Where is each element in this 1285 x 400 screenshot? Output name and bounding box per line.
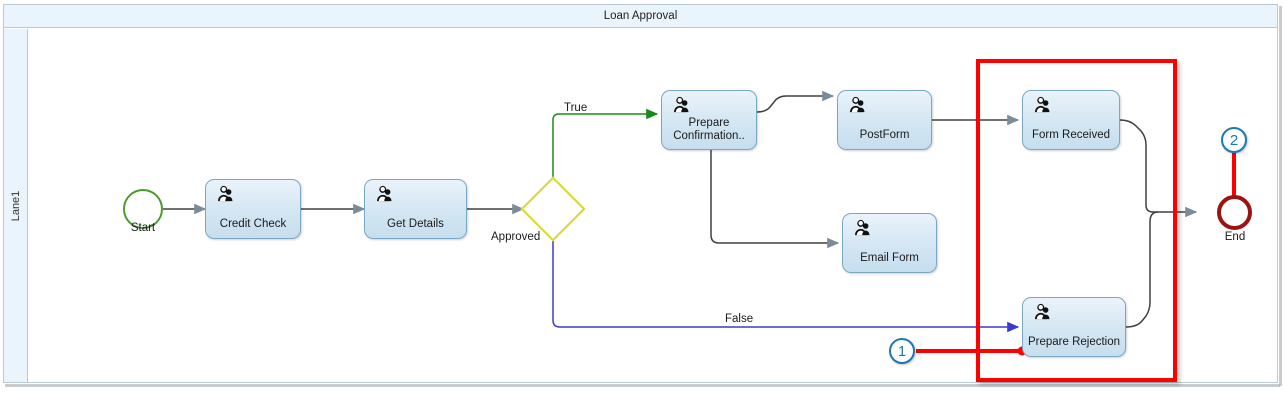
user-icon	[1035, 303, 1050, 320]
task-label: Get Details	[387, 218, 444, 230]
flow-label-true: True	[564, 102, 588, 114]
canvas-shadow-right	[1279, 6, 1282, 386]
user-icon	[674, 96, 689, 113]
canvas-shadow-bottom	[5, 384, 1280, 387]
callout-badge-1[interactable]: 1	[889, 338, 915, 364]
end-event[interactable]	[1217, 195, 1252, 230]
highlight-region	[976, 59, 1177, 382]
gateway-label: Approved	[491, 231, 541, 243]
flow-label-false: False	[725, 313, 754, 325]
user-icon	[850, 96, 865, 113]
task-label: Email Form	[860, 252, 919, 264]
task-credit-check[interactable]: Credit Check	[205, 179, 301, 239]
task-post-form[interactable]: PostForm	[837, 90, 932, 150]
task-label: PostForm	[859, 129, 910, 141]
start-event[interactable]	[123, 189, 163, 229]
task-label-line2: Confirmation..	[673, 130, 745, 142]
start-event-label: Start	[130, 222, 156, 234]
task-get-details[interactable]: Get Details	[364, 179, 467, 239]
task-prepare-confirmation[interactable]: Prepare Confirmation..	[661, 90, 757, 150]
task-label-line1: Prepare	[688, 117, 730, 129]
task-label: Prepare Rejection	[1027, 336, 1121, 348]
user-icon	[218, 185, 233, 202]
task-label: Prepare Confirmation..	[665, 117, 753, 143]
callout-badge-2[interactable]: 2	[1221, 127, 1247, 153]
pool-title-bar: Loan Approval	[3, 4, 1278, 28]
task-email-form[interactable]: Email Form	[842, 213, 937, 273]
task-label: Credit Check	[219, 218, 287, 230]
task-prepare-rejection[interactable]: Prepare Rejection	[1022, 297, 1126, 357]
user-icon	[1035, 96, 1050, 113]
task-label: Form Received	[1032, 129, 1110, 141]
lane-header: Lane1	[4, 29, 28, 382]
lane-label-text: Lane1	[9, 190, 22, 221]
user-icon	[377, 185, 392, 202]
task-form-received[interactable]: Form Received	[1022, 90, 1120, 150]
pool-title: Loan Approval	[603, 10, 678, 22]
user-icon	[855, 219, 870, 236]
end-event-label: End	[1224, 231, 1246, 243]
